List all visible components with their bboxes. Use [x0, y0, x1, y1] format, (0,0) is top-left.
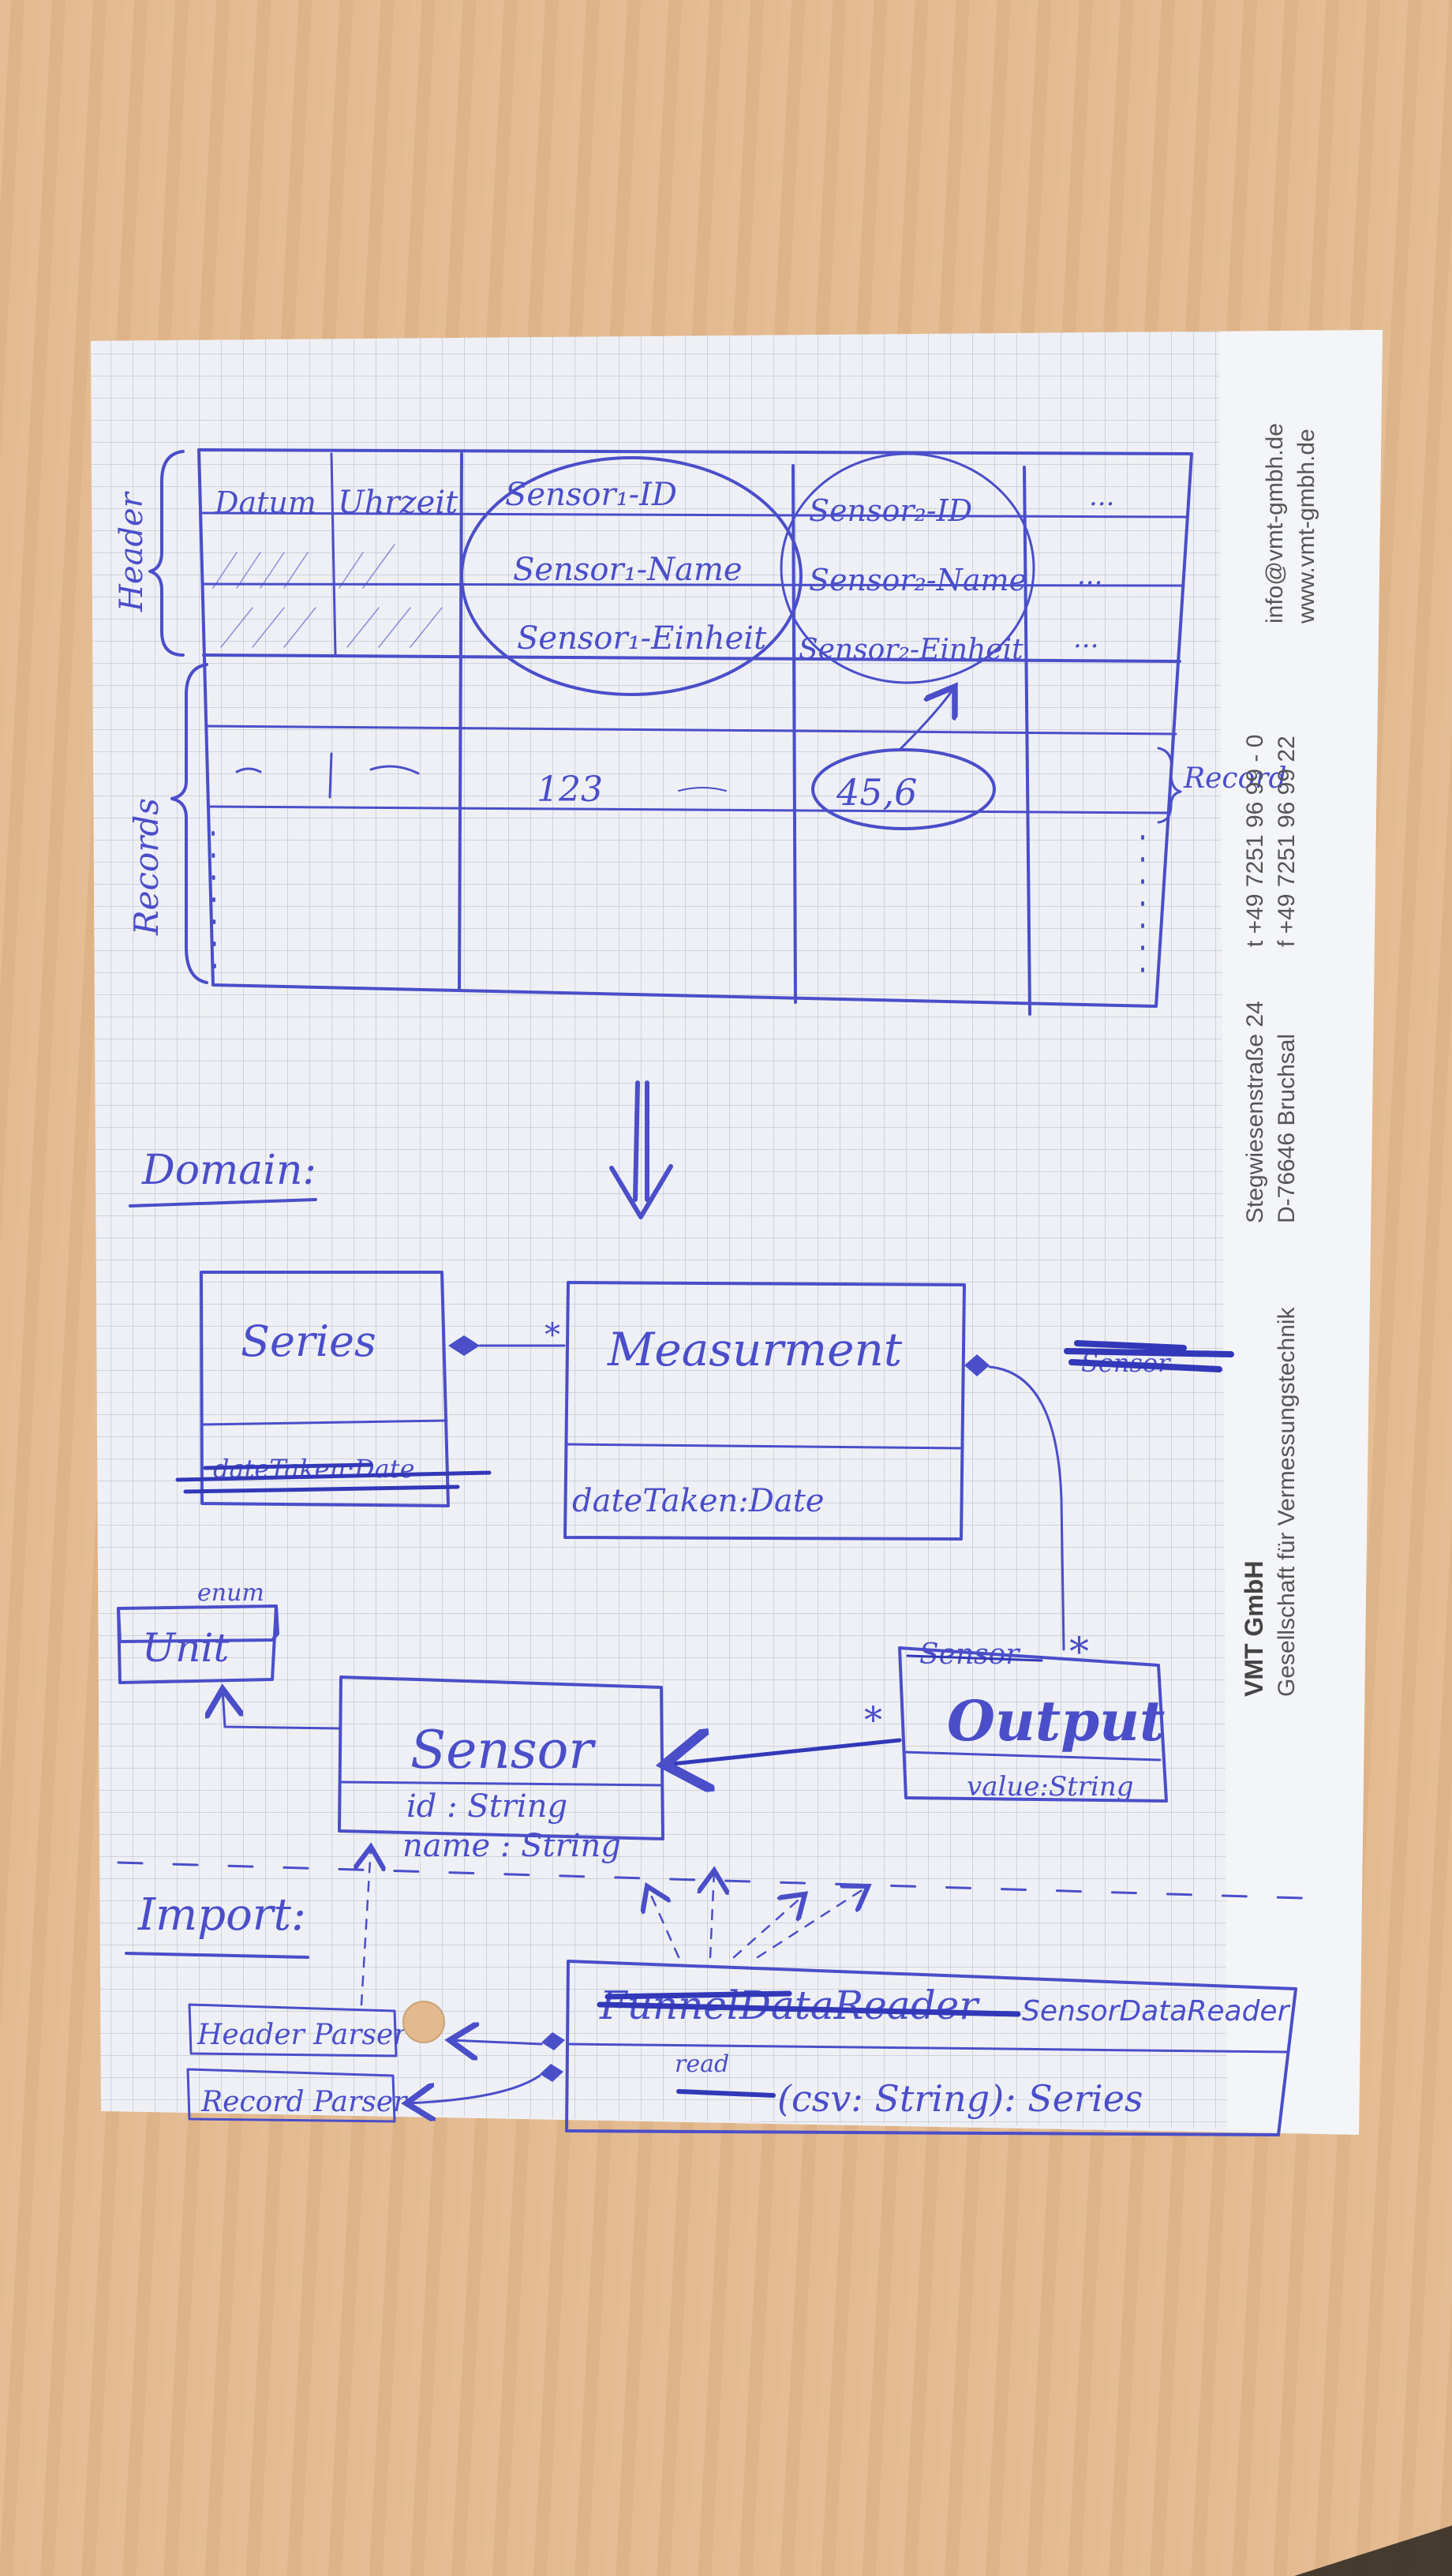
transform-arrow: [609, 1080, 673, 1219]
table-edge-shadow: [1294, 2525, 1452, 2576]
class-measurement: Measurment dateTaken:Date: [563, 1281, 966, 1541]
csv-table-sketch: Datum Uhrzeit Sensor₁-ID Sensor₁-Name Se…: [197, 448, 1287, 1016]
measurement-attr: dateTaken:Date: [572, 1483, 824, 1519]
sensor-name: Sensor: [410, 1720, 596, 1780]
class-sensor-data-reader: FunnelDataReader SensorDataReader read (…: [565, 1960, 1297, 2136]
sensor-attr-id: id : String: [406, 1788, 567, 1825]
company-web: www.vmt-gmbh.de: [1293, 429, 1319, 624]
table-ellipsis-2: ...: [1077, 560, 1102, 591]
table-col-datum: Datum: [214, 485, 316, 520]
table-sensor1-name: Sensor₁-Name: [513, 552, 743, 588]
record-parser-name: Record Parser: [200, 2086, 408, 2118]
assoc-reader-parsers: [406, 2032, 565, 2103]
reader-method-signature: (csv: String): Series: [777, 2077, 1143, 2120]
reader-class-name: SensorDataReader: [1022, 1995, 1291, 2027]
import-section: Import:: [125, 1889, 309, 1959]
unit-name: Unit: [142, 1625, 230, 1671]
company-tagline: Gesellschaft für Vermessungstechnik: [1274, 1306, 1300, 1697]
company-phone: t +49 7251 96 99 - 0: [1242, 735, 1268, 947]
class-series: Series dateTaken:Date: [175, 1271, 492, 1507]
class-output: Sensor Output value:String: [898, 1638, 1168, 1803]
records-label: Records: [127, 798, 166, 936]
output-name: Output: [947, 1688, 1165, 1754]
unit-stereotype: enum: [197, 1579, 264, 1607]
header-parser-name: Header Parser: [196, 2019, 408, 2051]
assoc-series-measurement: *: [448, 1317, 566, 1356]
company-name: VMT GmbH: [1240, 1561, 1268, 1697]
table-ellipsis-3: ...: [1073, 623, 1098, 654]
measurement-name: Measurment: [607, 1323, 903, 1376]
company-fax: f +49 7251 96 99 22: [1274, 736, 1300, 947]
record-label-right: Record: [1183, 762, 1287, 795]
company-street: Stegwiesenstraße 24: [1242, 1001, 1268, 1223]
series-name: Series: [241, 1316, 376, 1366]
assoc-sensor-unit: [223, 1689, 341, 1730]
dependency-arrows: [361, 1847, 868, 2006]
class-record-parser: Record Parser: [186, 2068, 408, 2123]
company-info: VMT GmbH Gesellschaft für Vermessungstec…: [1240, 423, 1319, 1697]
star-output-sensor: *: [864, 1698, 882, 1741]
output-struck: Sensor: [919, 1638, 1020, 1671]
header-brace: Header: [114, 450, 185, 657]
table-ellipsis-1: ...: [1089, 481, 1114, 512]
class-unit: enum Unit: [117, 1579, 279, 1684]
struck-note: Sensor: [1064, 1340, 1234, 1378]
table-sensor2-einheit: Sensor₂-Einheit: [799, 634, 1024, 666]
table-sensor2-id: Sensor₂-ID: [809, 493, 972, 528]
punch-hole: [402, 2001, 445, 2043]
company-email: info@vmt-gmbh.de: [1262, 423, 1288, 623]
table-col-uhrzeit: Uhrzeit: [338, 485, 458, 521]
paper-sheet: [91, 330, 1383, 2135]
table-value-2: 45,6: [836, 771, 917, 814]
records-brace: Records: [127, 663, 208, 984]
company-city: D-76646 Bruchsal: [1274, 1034, 1300, 1223]
class-sensor: Sensor id : String name : String: [338, 1676, 664, 1864]
import-heading: Import:: [137, 1889, 306, 1941]
table-sensor1-einheit: Sensor₁-Einheit: [517, 620, 767, 657]
table-sensor1-id: Sensor₁-ID: [505, 477, 677, 513]
table-sensor2-name: Sensor₂-Name: [809, 563, 1027, 597]
output-attr: value:String: [967, 1771, 1134, 1803]
domain-section: Domain:: [129, 1147, 317, 1208]
star-measurement-output: *: [1069, 1629, 1089, 1675]
sensor-attr-name: name : String: [402, 1828, 621, 1864]
star-series-measurement: *: [544, 1317, 560, 1354]
assoc-output-sensor: *: [664, 1698, 902, 1765]
class-header-parser: Header Parser: [188, 2003, 408, 2057]
domain-heading: Domain:: [141, 1147, 316, 1194]
assoc-measurement-output: *: [964, 1354, 1089, 1675]
reader-method-read: read: [675, 2050, 729, 2078]
table-value-1: 123: [537, 769, 603, 810]
header-label: Header: [114, 490, 150, 612]
